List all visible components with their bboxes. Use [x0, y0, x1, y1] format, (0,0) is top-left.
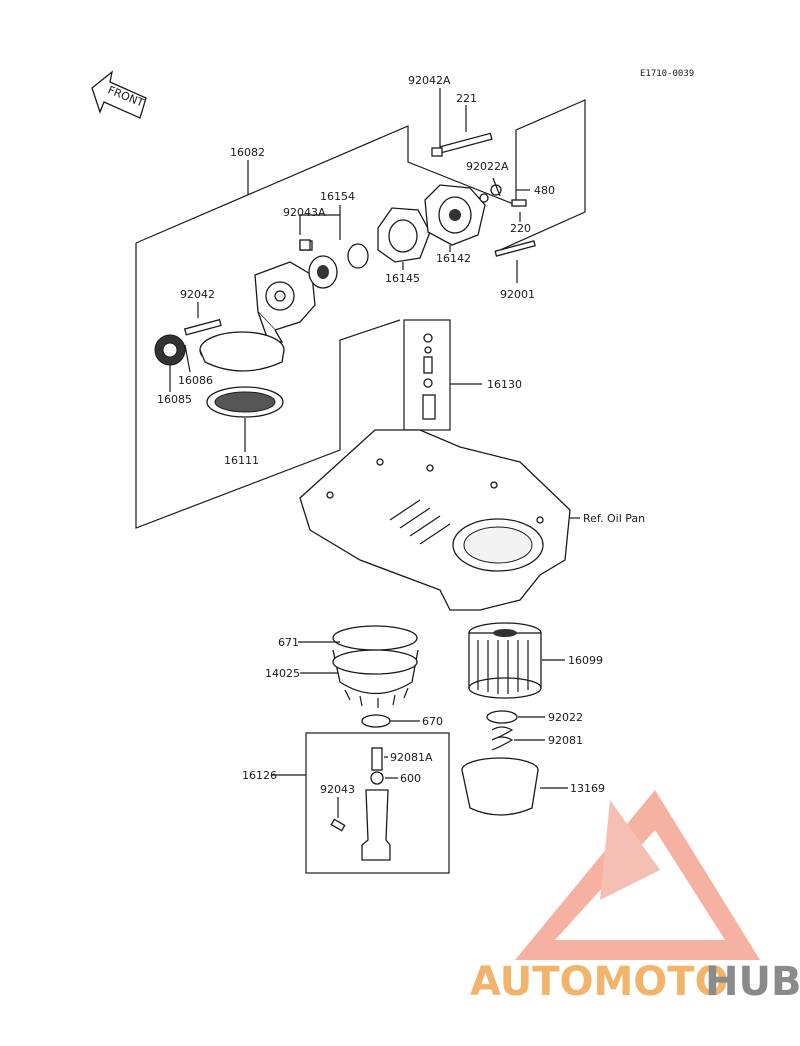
front-arrow-icon: FRONT — [91, 70, 147, 119]
watermark-part1: AUTOMOTO — [470, 959, 729, 1005]
label-92022A: 92022A — [466, 160, 509, 173]
spring-92081 — [491, 726, 514, 751]
label-ref-oil-pan: Ref. Oil Pan — [583, 512, 645, 525]
label-16154: 16154 — [320, 190, 355, 203]
label-16111: 16111 — [224, 454, 259, 467]
label-16086: 16086 — [178, 374, 213, 387]
bolts — [299, 132, 536, 257]
label-480: 480 — [534, 184, 555, 197]
label-13169: 13169 — [570, 782, 605, 795]
label-92043: 92043 — [320, 783, 355, 796]
label-92042A: 92042A — [408, 74, 451, 87]
leader-lines — [169, 88, 580, 818]
label-92042: 92042 — [180, 288, 215, 301]
filter-bolt-assembly — [305, 732, 450, 874]
label-16099: 16099 — [568, 654, 603, 667]
relief-valve-assembly — [403, 319, 451, 431]
o-ring-670 — [361, 714, 391, 728]
label-92081: 92081 — [548, 734, 583, 747]
label-16082: 16082 — [230, 146, 265, 159]
label-221: 221 — [456, 92, 477, 105]
watermark-part2: HUB — [705, 959, 800, 1005]
oil-pump-body — [254, 261, 316, 343]
label-600: 600 — [400, 772, 421, 785]
assembly-outline — [135, 99, 586, 529]
pump-cover — [424, 184, 486, 246]
label-16142: 16142 — [436, 252, 471, 265]
label-220: 220 — [510, 222, 531, 235]
label-92022: 92022 — [548, 711, 583, 724]
label-670: 670 — [422, 715, 443, 728]
washer-92022 — [486, 710, 518, 724]
oil-screen — [206, 386, 284, 418]
label-92081A: 92081A — [390, 751, 433, 764]
label-671: 671 — [278, 636, 299, 649]
watermark-text: AUTOMOTO HUB — [470, 959, 800, 1005]
filter-cover — [332, 625, 419, 708]
oil-pump-sprocket — [154, 334, 186, 366]
oil-strainer-housing — [199, 331, 285, 372]
label-16126: 16126 — [242, 769, 277, 782]
pump-gasket — [377, 207, 431, 263]
oil-filter — [468, 622, 542, 699]
watermark-logo — [515, 790, 760, 960]
label-14025: 14025 — [265, 667, 300, 680]
label-16085: 16085 — [157, 393, 192, 406]
label-92043A: 92043A — [283, 206, 326, 219]
label-16145: 16145 — [385, 272, 420, 285]
pump-shaft — [183, 318, 222, 336]
diagram-ref-code: E1710-0039 — [640, 69, 694, 79]
bypass-cup — [461, 757, 539, 816]
part-labels: 92042A 221 16082 16154 92022A 480 92043A… — [157, 74, 645, 796]
label-16130: 16130 — [487, 378, 522, 391]
label-92001: 92001 — [500, 288, 535, 301]
oil-pan — [299, 429, 571, 611]
